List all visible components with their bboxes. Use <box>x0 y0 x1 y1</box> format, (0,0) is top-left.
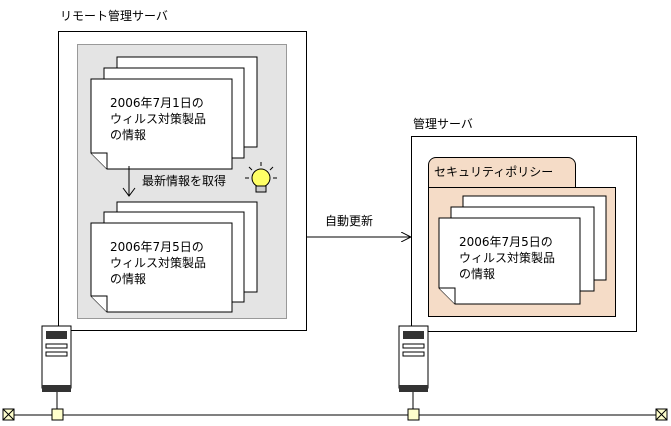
document-stack-bottom <box>90 201 258 313</box>
doc-mgmt-line1: 2006年7月5日の <box>459 235 553 249</box>
security-policy-title: セキュリティポリシー <box>434 165 554 179</box>
doc-bottom-line3: の情報 <box>110 272 147 286</box>
doc-bottom-line2: ウィルス対策製品 <box>110 256 207 270</box>
fetch-latest-label: 最新情報を取得 <box>142 174 227 188</box>
doc-top-line1: 2006年7月1日の <box>110 96 204 110</box>
document-stack-management <box>438 195 607 305</box>
fetch-arrow <box>122 166 136 197</box>
management-server-title: 管理サーバ <box>413 117 473 131</box>
lightbulb-icon <box>245 162 277 193</box>
doc-top-line2: ウィルス対策製品 <box>110 112 207 126</box>
doc-mgmt-line2: ウィルス対策製品 <box>459 251 556 265</box>
server-tower-icon-remote <box>41 325 72 392</box>
doc-mgmt-line3: の情報 <box>459 267 496 281</box>
doc-bottom-line1: 2006年7月5日の <box>110 240 204 254</box>
network-node-management <box>407 408 420 421</box>
security-policy-tab <box>428 157 576 189</box>
network-terminator-left <box>2 408 15 421</box>
server-tower-icon-management <box>398 325 429 392</box>
remote-server-title: リモート管理サーバ <box>60 9 168 23</box>
network-node-remote <box>51 408 64 421</box>
document-stack-top <box>90 56 258 170</box>
auto-update-label: 自動更新 <box>325 214 374 228</box>
doc-top-line3: の情報 <box>110 128 147 142</box>
network-line <box>8 392 662 416</box>
network-terminator-right <box>655 408 668 421</box>
